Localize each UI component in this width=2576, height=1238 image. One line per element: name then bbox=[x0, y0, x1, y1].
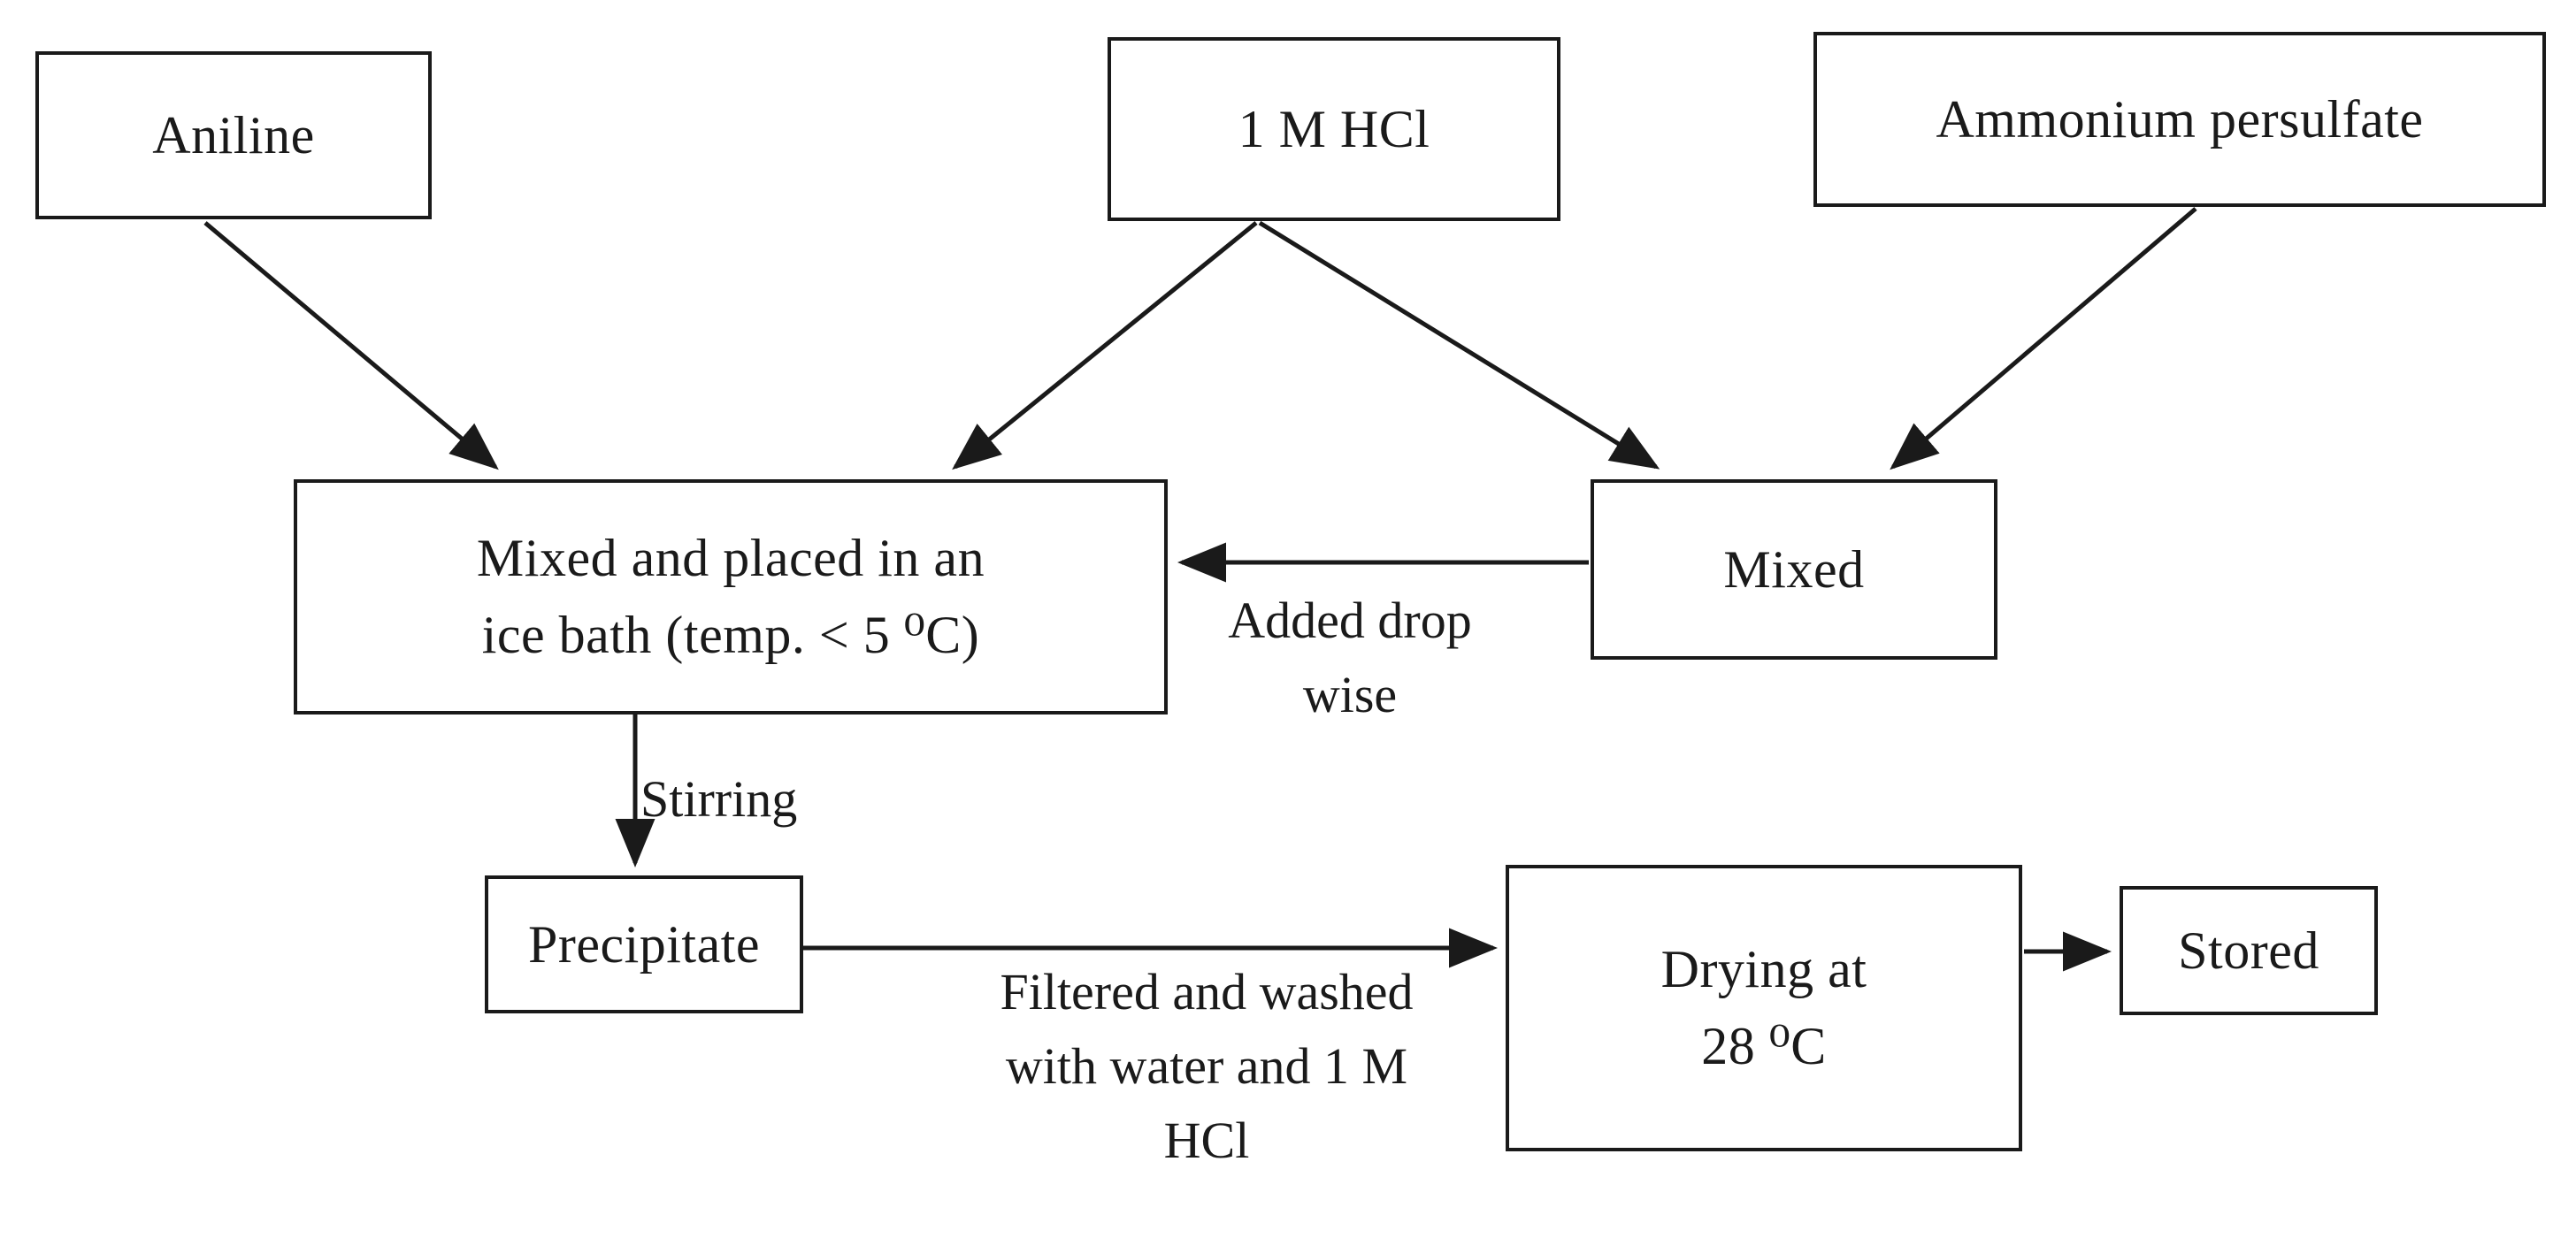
node-drying[interactable]: Drying at 28 ⁰C bbox=[1506, 865, 2022, 1151]
node-hcl-label: 1 M HCl bbox=[1238, 99, 1430, 158]
edge-label-added-dropwise: Added drop wise bbox=[1228, 592, 1472, 724]
edge-label-filtered: Filtered and washed with water and 1 M H… bbox=[1000, 963, 1414, 1170]
node-mixed[interactable]: Mixed bbox=[1591, 479, 1997, 660]
edge-hcl-to-icebath bbox=[952, 221, 1258, 470]
edge-persulfate-to-mixed bbox=[1890, 207, 2197, 470]
node-ammonium-persulfate-label: Ammonium persulfate bbox=[1936, 89, 2424, 149]
node-precipitate-label: Precipitate bbox=[527, 914, 761, 974]
node-ice-bath-label: Mixed and placed in an ice bath (temp. <… bbox=[476, 529, 985, 664]
edge-label-stirring: Stirring bbox=[640, 770, 798, 828]
node-drying-label: Drying at 28 ⁰C bbox=[1660, 940, 1867, 1075]
node-stored[interactable]: Stored bbox=[2120, 886, 2378, 1015]
node-aniline[interactable]: Aniline bbox=[35, 51, 432, 219]
node-aniline-label: Aniline bbox=[152, 105, 315, 164]
node-ammonium-persulfate[interactable]: Ammonium persulfate bbox=[1813, 32, 2546, 207]
edge-hcl-to-mixed bbox=[1258, 220, 1660, 470]
node-stored-label: Stored bbox=[2178, 921, 2319, 980]
node-precipitate[interactable]: Precipitate bbox=[485, 875, 803, 1013]
node-hcl[interactable]: 1 M HCl bbox=[1108, 37, 1560, 221]
node-ice-bath[interactable]: Mixed and placed in an ice bath (temp. <… bbox=[294, 479, 1168, 715]
edge-aniline-to-icebath bbox=[203, 221, 499, 470]
node-mixed-label: Mixed bbox=[1723, 539, 1865, 599]
